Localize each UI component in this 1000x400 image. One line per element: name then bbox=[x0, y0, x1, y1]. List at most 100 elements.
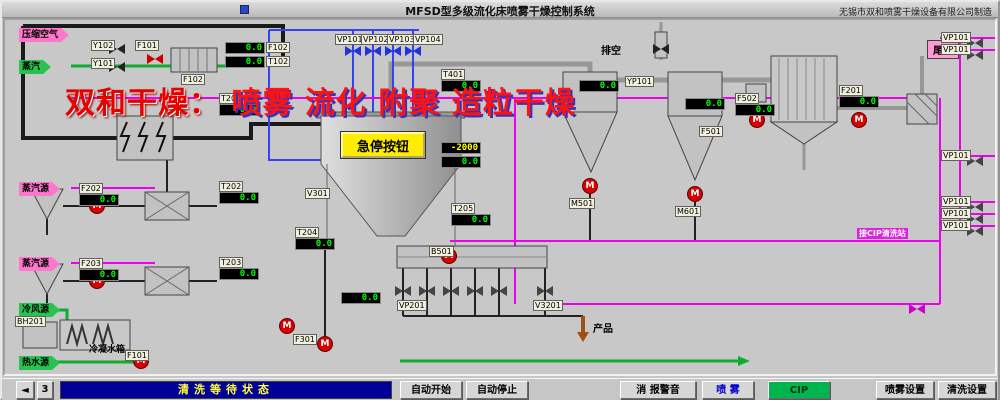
valve-6[interactable] bbox=[405, 41, 421, 56]
valve-18[interactable] bbox=[537, 281, 553, 296]
heat-exchanger-1 bbox=[144, 191, 190, 221]
device-tag-f101-24: F101 bbox=[125, 350, 149, 361]
valve-20[interactable] bbox=[909, 299, 925, 314]
motor-4[interactable]: M bbox=[749, 112, 765, 128]
display-value: 0.0 bbox=[315, 239, 332, 249]
cip-button[interactable]: CIP bbox=[768, 381, 830, 399]
display-value: -2000 bbox=[450, 143, 478, 153]
mute-alarm-button[interactable]: 消 报警音 bbox=[620, 381, 696, 399]
auto-start-button[interactable]: 自动开始 bbox=[400, 381, 462, 399]
valve-13[interactable] bbox=[395, 281, 411, 296]
display-value: 0.0 bbox=[755, 105, 772, 115]
display-tag-t102: T102 bbox=[266, 56, 291, 67]
display-value: 0.0 bbox=[361, 293, 378, 303]
cyclone-right-1 bbox=[562, 71, 618, 174]
motor-6[interactable]: M bbox=[279, 318, 295, 334]
bottom-bar: ◄ 3 清洗等待状态 自动开始 自动停止 消 报警音 喷 雾 CIP 喷雾设置 … bbox=[2, 378, 998, 400]
display-value: 0.0 bbox=[859, 97, 876, 107]
steam-heater-f102 bbox=[170, 47, 218, 73]
valve-icon bbox=[653, 44, 669, 54]
page-prev-button[interactable]: ◄ bbox=[16, 381, 34, 399]
valve-17[interactable] bbox=[491, 281, 507, 296]
device-tag-v3201-20: V3201 bbox=[533, 300, 563, 311]
display-value: 0.0 bbox=[599, 81, 616, 91]
digital-display-f102: 0.0 F102 bbox=[225, 42, 290, 54]
valve-3[interactable] bbox=[345, 41, 361, 56]
display-value: 0.0 bbox=[705, 99, 722, 109]
motor-3[interactable]: M bbox=[687, 186, 703, 202]
watermark-brand: 双和干燥： bbox=[65, 86, 220, 121]
valve-16[interactable] bbox=[467, 281, 483, 296]
display-value: 0.0 bbox=[239, 269, 256, 279]
source-label-0: 压缩空气 bbox=[19, 28, 69, 42]
auto-stop-button[interactable]: 自动停止 bbox=[466, 381, 528, 399]
watermark-slogan: 喷雾 流化 附聚 造粒干燥 bbox=[231, 86, 576, 121]
display-value: 0.0 bbox=[239, 105, 256, 115]
valve-icon bbox=[385, 46, 401, 56]
display-value: 0.0 bbox=[99, 270, 116, 280]
valve-icon bbox=[395, 286, 411, 296]
display-tag-f201: F201 bbox=[839, 85, 863, 96]
digital-display-13: 0.0 bbox=[579, 80, 619, 92]
title-bar: MFSD型多级流化床喷雾干燥控制系统 无锡市双和喷雾干燥设备有限公司制造 bbox=[2, 2, 998, 18]
condensate-tank bbox=[59, 319, 131, 351]
flow-label-2: 产品 bbox=[593, 324, 613, 335]
device-tag-v301-21: V301 bbox=[305, 188, 330, 199]
valve-icon bbox=[405, 46, 421, 56]
emergency-stop-button[interactable]: 急停按钮 bbox=[340, 131, 426, 159]
overlay-layer: 压缩空气蒸汽蒸汽源蒸汽源冷风源热水源排空尾气产品冷凝水箱接CIP清洗站Y102Y… bbox=[5, 20, 995, 376]
valve-icon bbox=[365, 46, 381, 56]
device-tag-y102-0: Y102 bbox=[91, 40, 116, 51]
clean-settings-button[interactable]: 清洗设置 bbox=[938, 381, 996, 399]
spray-button[interactable]: 喷 雾 bbox=[702, 381, 754, 399]
page-title: MFSD型多级流化床喷雾干燥控制系统 bbox=[405, 5, 595, 18]
device-tag-yp101-8: YP101 bbox=[625, 76, 654, 87]
display-tag-t204: T204 bbox=[295, 227, 320, 238]
device-tag-f501-9: F501 bbox=[699, 126, 723, 137]
process-diagram: 压缩空气蒸汽蒸汽源蒸汽源冷风源热水源排空尾气产品冷凝水箱接CIP清洗站Y102Y… bbox=[3, 18, 997, 376]
display-tag-t201: T201 bbox=[219, 93, 244, 104]
valve-19[interactable] bbox=[653, 39, 669, 54]
heat-exchanger-2 bbox=[144, 266, 190, 296]
motor-5[interactable]: M bbox=[851, 112, 867, 128]
digital-display-8: -2000 bbox=[441, 142, 481, 154]
display-tag-t202: T202 bbox=[219, 181, 244, 192]
valve-5[interactable] bbox=[385, 41, 401, 56]
display-tag-f202: F202 bbox=[79, 183, 103, 194]
device-tag-vp101-10: VP101 bbox=[941, 32, 971, 43]
source-label-5: 热水源 bbox=[19, 356, 60, 370]
device-tag-bh201-23: BH201 bbox=[15, 316, 46, 327]
device-tag-vp101-15: VP101 bbox=[941, 220, 971, 231]
spray-settings-button[interactable]: 喷雾设置 bbox=[876, 381, 934, 399]
exhaust-filter-box bbox=[906, 93, 938, 125]
valve-14[interactable] bbox=[419, 281, 435, 296]
title-icon bbox=[240, 5, 249, 14]
digital-display-12: 0.0 bbox=[341, 292, 381, 304]
valve-4[interactable] bbox=[365, 41, 381, 56]
valve-2[interactable] bbox=[147, 49, 163, 64]
valve-icon bbox=[345, 46, 361, 56]
display-value: 0.0 bbox=[245, 43, 262, 53]
display-tag-f102: F102 bbox=[266, 42, 290, 53]
device-tag-f102-3: F102 bbox=[181, 74, 205, 85]
device-tag-f101-2: F101 bbox=[135, 40, 159, 51]
status-strip: 清洗等待状态 bbox=[60, 381, 392, 399]
motor-2[interactable]: M bbox=[582, 178, 598, 194]
digital-display-t102: 0.0 T102 bbox=[225, 56, 291, 68]
valve-icon bbox=[909, 304, 925, 314]
display-value: 0.0 bbox=[245, 57, 262, 67]
flow-label-4: 接CIP清洗站 bbox=[857, 228, 908, 239]
valve-15[interactable] bbox=[443, 281, 459, 296]
flow-label-0: 排空 bbox=[601, 46, 621, 57]
motor-7[interactable]: M bbox=[317, 336, 333, 352]
device-tag-vp101-12: VP101 bbox=[941, 150, 971, 161]
page-number: 3 bbox=[37, 381, 53, 399]
